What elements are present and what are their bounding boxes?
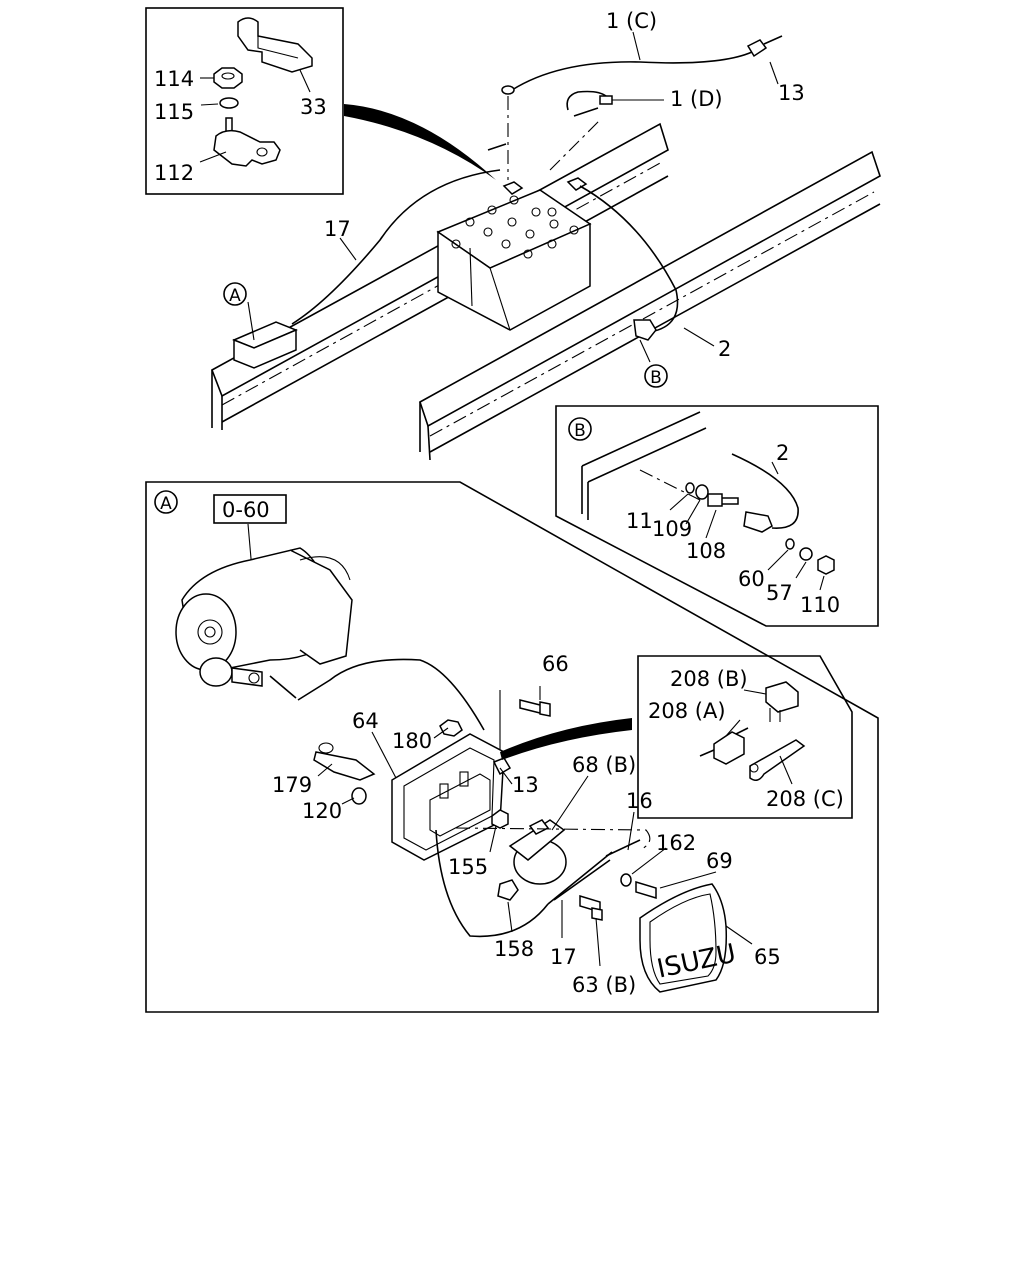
label-63b: 63 (B) <box>572 973 636 997</box>
label-1d: 1 (D) <box>670 87 723 111</box>
label-16: 16 <box>626 789 653 813</box>
label-60: 60 <box>738 567 765 591</box>
terminal-parts-inset <box>145 7 344 195</box>
starter-relay-inset <box>145 481 879 1013</box>
label-17-top: 17 <box>324 217 351 241</box>
svg-text:A: A <box>229 286 241 306</box>
label-1c: 1 (C) <box>606 9 657 33</box>
label-208a: 208 (A) <box>648 699 726 723</box>
part-labels: 1 (C) 1 (D) 13 114 115 33 112 17 2 A B B… <box>154 9 844 997</box>
label-120: 120 <box>302 799 342 823</box>
label-155: 155 <box>448 855 488 879</box>
label-13-top: 13 <box>778 81 805 105</box>
callout-a-inset: A <box>154 490 178 514</box>
label-112: 112 <box>154 161 194 185</box>
label-208b: 208 (B) <box>670 667 748 691</box>
label-179: 179 <box>272 773 312 797</box>
label-114: 114 <box>154 67 194 91</box>
label-11: 11 <box>626 509 653 533</box>
label-158: 158 <box>494 937 534 961</box>
label-109: 109 <box>652 517 692 541</box>
label-110: 110 <box>800 593 840 617</box>
battery-frame-scene <box>211 31 881 461</box>
label-162: 162 <box>656 831 696 855</box>
label-33: 33 <box>300 95 327 119</box>
label-13-inset: 13 <box>512 773 539 797</box>
label-208c: 208 (C) <box>766 787 844 811</box>
callout-a-top: A <box>223 282 247 306</box>
label-66: 66 <box>542 652 569 676</box>
label-65: 65 <box>754 945 781 969</box>
label-115: 115 <box>154 100 194 124</box>
label-0-60: 0-60 <box>222 498 270 522</box>
svg-text:B: B <box>574 421 586 441</box>
label-17-inset: 17 <box>550 945 577 969</box>
ground-terminal-inset <box>555 405 879 627</box>
callout-b-top: B <box>644 364 668 388</box>
label-68b: 68 (B) <box>572 753 636 777</box>
label-2-top: 2 <box>718 337 731 361</box>
callout-b-inset: B <box>568 417 592 441</box>
label-64: 64 <box>352 709 379 733</box>
svg-text:B: B <box>650 368 662 388</box>
label-108: 108 <box>686 539 726 563</box>
label-69: 69 <box>706 849 733 873</box>
label-180: 180 <box>392 729 432 753</box>
svg-text:A: A <box>160 494 172 514</box>
label-2-inset: 2 <box>776 441 789 465</box>
label-57: 57 <box>766 581 793 605</box>
